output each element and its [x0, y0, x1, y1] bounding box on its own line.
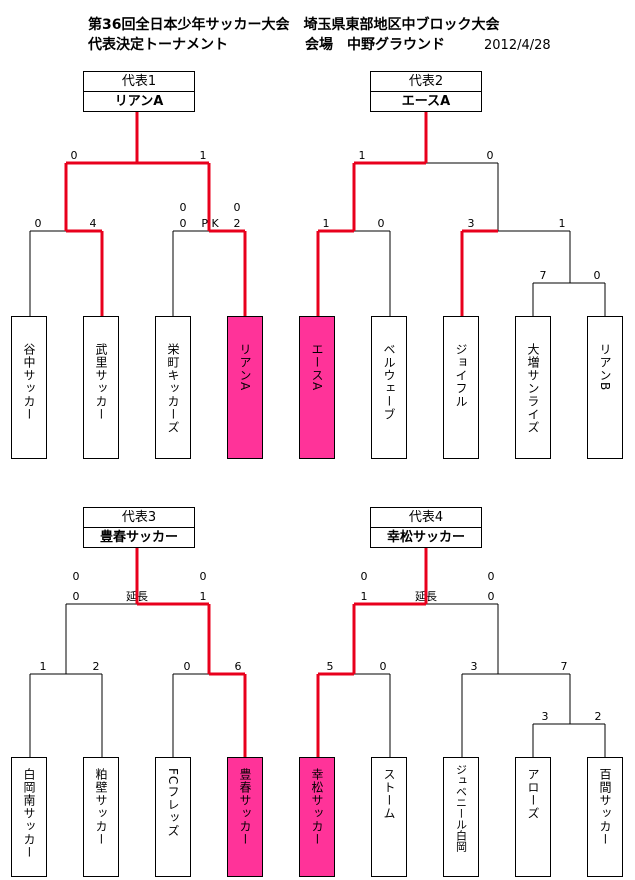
- team-name: 白岡南サッカー: [22, 768, 36, 859]
- team-box-winner: エースA: [299, 316, 335, 459]
- rep-box-4: 代表4 幸松サッカー: [370, 507, 482, 548]
- team-name: ベルウェーブ: [382, 343, 396, 421]
- team-name: エースA: [310, 343, 324, 392]
- team-name: ジュベニール白岡: [454, 764, 468, 852]
- team-box: ジュベニール白岡: [443, 757, 479, 877]
- score-label: 6: [235, 660, 242, 673]
- team-box: FCフレッズ: [155, 757, 191, 877]
- rep-label: 代表2: [371, 72, 481, 92]
- score-label: 3: [542, 710, 549, 723]
- page-subtitle: 代表決定トーナメント: [88, 37, 228, 53]
- score-label: 2: [93, 660, 100, 673]
- score-label: 5: [327, 660, 334, 673]
- team-box: ベルウェーブ: [371, 316, 407, 459]
- team-name: FCフレッズ: [166, 768, 180, 838]
- rep-label: 代表4: [371, 508, 481, 528]
- venue-label: 会場 中野グラウンド: [305, 37, 445, 53]
- team-box: 武里サッカー: [83, 316, 119, 459]
- score-label: 1: [559, 217, 566, 230]
- final-score: 0: [73, 590, 80, 603]
- score-label: 0: [380, 660, 387, 673]
- team-name: 粕壁サッカー: [94, 768, 108, 846]
- team-box: リアンB: [587, 316, 623, 459]
- team-box: 大増サンライズ: [515, 316, 551, 459]
- score-label: 0: [73, 570, 80, 583]
- score-label: 1: [40, 660, 47, 673]
- team-name: ジョイフル: [454, 343, 468, 408]
- team-box: 谷中サッカー: [11, 316, 47, 459]
- team-box: アローズ: [515, 757, 551, 877]
- final-score: 1: [200, 590, 207, 603]
- team-box-winner: 幸松サッカー: [299, 757, 335, 877]
- team-box: ストーム: [371, 757, 407, 877]
- rep-label: 代表3: [84, 508, 194, 528]
- final-score: 0: [488, 590, 495, 603]
- team-name: 豊春サッカー: [238, 768, 252, 846]
- team-name: 武里サッカー: [94, 343, 108, 421]
- team-name: ストーム: [382, 768, 396, 820]
- team-box: 栄町キッカーズ: [155, 316, 191, 459]
- team-box-winner: 豊春サッカー: [227, 757, 263, 877]
- score-label: 0: [180, 217, 187, 230]
- final-score: 0: [71, 149, 78, 162]
- score-label: 7: [540, 269, 547, 282]
- team-name: リアンA: [238, 343, 252, 392]
- rep-box-2: 代表2 エースA: [370, 71, 482, 112]
- rep-box-1: 代表1 リアンA: [83, 71, 195, 112]
- score-label: 2: [595, 710, 602, 723]
- final-score: 0: [487, 149, 494, 162]
- team-name: 谷中サッカー: [22, 343, 36, 421]
- score-label: 0: [180, 201, 187, 214]
- score-label: 0: [594, 269, 601, 282]
- team-name: 百間サッカー: [598, 768, 612, 846]
- team-box: 百間サッカー: [587, 757, 623, 877]
- team-box-winner: リアンA: [227, 316, 263, 459]
- score-label: 0: [361, 570, 368, 583]
- score-label: 0: [378, 217, 385, 230]
- score-label: 1: [323, 217, 330, 230]
- score-label: 7: [561, 660, 568, 673]
- rep-winner: リアンA: [114, 94, 164, 109]
- rep-label: 代表1: [84, 72, 194, 92]
- rep-winner: 幸松サッカー: [386, 530, 465, 545]
- team-name: 幸松サッカー: [310, 768, 324, 846]
- score-label: 4: [90, 217, 97, 230]
- score-label: 3: [468, 217, 475, 230]
- score-label: 0: [488, 570, 495, 583]
- final-score: 1: [200, 149, 207, 162]
- score-label: 0: [200, 570, 207, 583]
- team-name: アローズ: [526, 768, 540, 820]
- score-label: 0: [234, 201, 241, 214]
- page-title: 第36回全日本少年サッカー大会 埼玉県東部地区中ブロック大会: [88, 17, 500, 33]
- team-name: 栄町キッカーズ: [166, 343, 180, 434]
- score-label: 0: [35, 217, 42, 230]
- final-score: 1: [361, 590, 368, 603]
- date-label: 2012/4/28: [484, 38, 551, 53]
- team-box: ジョイフル: [443, 316, 479, 459]
- team-box: 白岡南サッカー: [11, 757, 47, 877]
- team-box: 粕壁サッカー: [83, 757, 119, 877]
- team-name: 大増サンライズ: [526, 343, 540, 434]
- score-label: 3: [471, 660, 478, 673]
- rep-winner: エースA: [401, 94, 451, 109]
- score-label: 0: [184, 660, 191, 673]
- score-label: 2: [234, 217, 241, 230]
- team-name: リアンB: [598, 343, 612, 392]
- rep-winner: 豊春サッカー: [99, 530, 178, 545]
- rep-box-3: 代表3 豊春サッカー: [83, 507, 195, 548]
- final-score: 1: [359, 149, 366, 162]
